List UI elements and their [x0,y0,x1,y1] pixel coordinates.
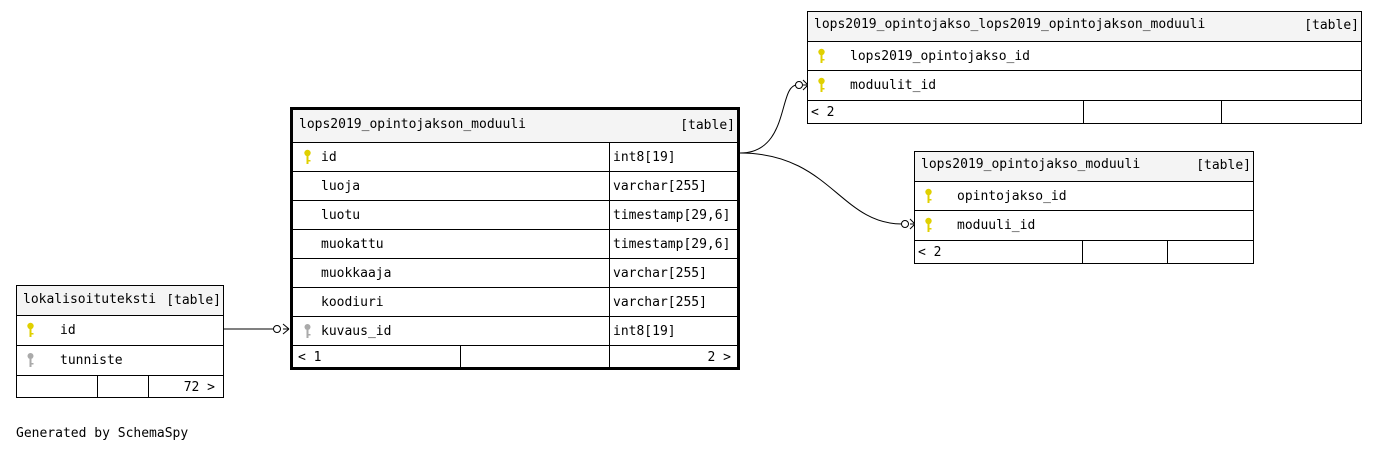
column-name: muokattu [321,237,384,252]
column-type: varchar[255] [613,295,707,310]
column-row[interactable]: koodiuri varchar[255] [293,288,737,317]
column-type: varchar[255] [613,179,707,194]
table-lops2019-opintojakson-moduuli[interactable]: lops2019_opintojakson_moduuli [table] id… [290,107,740,370]
parent-count[interactable]: < 2 [811,105,835,120]
table-kind: [table] [166,293,221,308]
table-lops2019-opintojakso-moduuli[interactable]: lops2019_opintojakso_moduuli [table] opi… [914,151,1254,264]
column-name: muokkaaja [321,266,392,281]
column-row[interactable]: luoja varchar[255] [293,172,737,201]
column-type: int8[19] [613,324,676,339]
primary-key-icon [818,77,825,92]
column-row[interactable]: moduuli_id [915,211,1253,241]
table-name: lokalisoituteksti [23,292,157,307]
column-name: tunniste [60,353,123,368]
child-count[interactable]: 72 > [183,380,215,395]
primary-key-icon [925,217,932,232]
column-type: int8[19] [613,150,676,165]
parent-count[interactable]: < 1 [298,350,322,365]
table-kind: [table] [680,118,735,133]
table-name: lops2019_opintojakso_lops2019_opintojaks… [814,17,1206,32]
table-name: lops2019_opintojakson_moduuli [299,117,526,132]
column-type: timestamp[29,6] [613,237,731,252]
table-kind: [table] [1304,18,1359,33]
column-row[interactable]: tunniste [17,346,223,376]
column-row[interactable]: kuvaus_id int8[19] [293,317,737,346]
column-name: kuvaus_id [321,324,392,339]
column-row[interactable]: opintojakso_id [915,182,1253,211]
column-row[interactable]: lops2019_opintojakso_id [808,42,1361,71]
table-header: lops2019_opintojakso_moduuli [table] [915,152,1253,182]
primary-key-icon [27,322,34,337]
table-footer: < 2 [915,241,1253,264]
column-row[interactable]: id int8[19] [293,143,737,172]
table-header: lops2019_opintojakso_lops2019_opintojaks… [808,12,1361,42]
foreign-key-icon [27,353,34,367]
column-name: id [60,323,76,338]
table-header: lokalisoituteksti [table] [17,286,223,316]
column-name: koodiuri [321,295,384,310]
generated-by-label: Generated by SchemaSpy [16,426,189,441]
column-name: luotu [321,208,361,223]
column-row[interactable]: muokattu timestamp[29,6] [293,230,737,259]
primary-key-icon [304,149,311,164]
table-name: lops2019_opintojakso_moduuli [921,157,1141,172]
column-row[interactable]: muokkaaja varchar[255] [293,259,737,288]
table-kind: [table] [1196,158,1251,173]
column-row[interactable]: luotu timestamp[29,6] [293,201,737,230]
table-header: lops2019_opintojakson_moduuli [table] [293,110,737,143]
column-name: id [321,150,337,165]
column-name: moduuli_id [957,218,1036,233]
table-footer: < 1 2 > [293,346,737,367]
table-footer: 72 > [17,376,223,398]
primary-key-icon [925,188,932,203]
column-name: moduulit_id [850,78,937,93]
primary-key-icon [818,48,825,63]
column-name: luoja [321,179,361,194]
parent-count[interactable]: < 2 [918,245,942,260]
foreign-key-icon [304,324,311,338]
column-name: opintojakso_id [957,189,1067,204]
table-lokalisoituteksti[interactable]: lokalisoituteksti [table] id tunniste 72… [16,285,224,398]
column-row[interactable]: id [17,316,223,346]
table-footer: < 2 [808,101,1361,124]
child-count[interactable]: 2 > [707,350,731,365]
column-name: lops2019_opintojakso_id [850,49,1031,64]
column-row[interactable]: moduulit_id [808,71,1361,101]
column-type: timestamp[29,6] [613,208,731,223]
table-lops2019-opintojakso-lops2019-opintojakson-moduuli[interactable]: lops2019_opintojakso_lops2019_opintojaks… [807,11,1362,124]
column-type: varchar[255] [613,266,707,281]
